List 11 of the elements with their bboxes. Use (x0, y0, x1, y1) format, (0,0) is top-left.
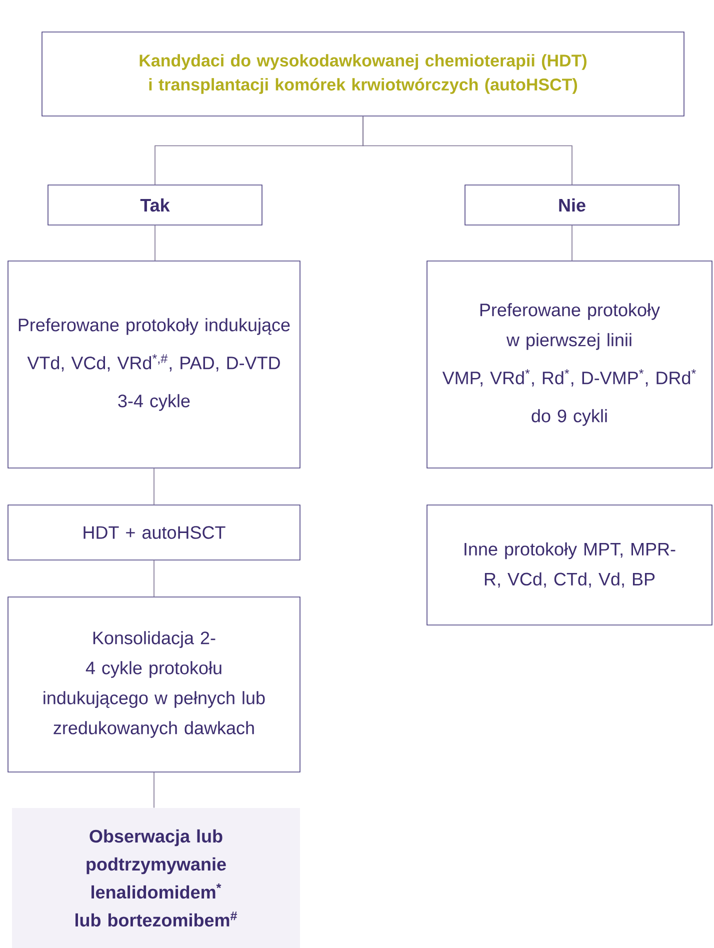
heading-box: Kandydaci do wysokodawkowanej chemioterapii (HDT) i transplantacji komórek krwiotwórczych (autoHSCT) (42, 32, 684, 116)
connector-line (362, 116, 572, 186)
process-box: Preferowane protokoły w pierwszej linii VMP, VRd$^{*}$, Rd$^{*}$, D-VMP$^{*}$, DRd$^{*}$ do 9 cykli (426, 260, 712, 468)
result-box: Obserwacja lub podtrzymywanie lenalidomidem$^{*}$ lub bortezomibem$^{#}$ (12, 808, 300, 948)
connector-line (154, 225, 156, 261)
process-box: HDT + autoHSCT (8, 504, 300, 560)
process-box: Konsolidacja 2-4 cykle protokołu indukującego w pełnych lub zredukowanych dawkach (8, 596, 300, 772)
process-box: Preferowane protokoły indukujące VTd, VCd, VRd$^{*,#}$, PAD, D-VTD 3-4 cykle (8, 260, 300, 468)
process-box: Inne protokoły MPT, MPR-R, VCd, CTd, Vd, BP (426, 504, 712, 626)
answer-box: Nie (464, 184, 680, 226)
answer-box: Tak (48, 184, 262, 226)
